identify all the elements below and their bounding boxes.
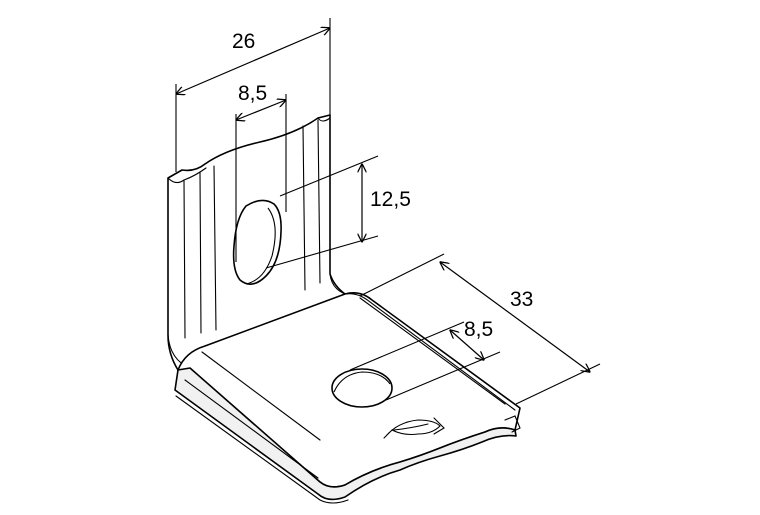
dimension-width-26: 26 xyxy=(176,18,330,172)
base-rib-2 xyxy=(201,351,321,441)
base-rib-1 xyxy=(344,293,516,411)
dimension-hole-height: 12,5 xyxy=(265,155,411,269)
base-plate xyxy=(177,292,521,488)
dim-label-125: 12,5 xyxy=(370,188,411,211)
fish-logo-icon xyxy=(383,417,445,439)
dim-label-33: 33 xyxy=(510,288,533,311)
ext-line-top-33 xyxy=(359,253,445,297)
dimension-length-33: 33 xyxy=(359,253,601,405)
dim-line-85b xyxy=(450,330,484,360)
vertical-top-edge-right xyxy=(317,117,331,122)
ext-line-top-85b xyxy=(349,321,465,371)
base-round-hole xyxy=(331,368,393,408)
vertical-rib-1 xyxy=(183,179,186,339)
bottom-lip xyxy=(174,367,521,504)
dim-label-26: 26 xyxy=(232,30,255,53)
dim-line-33 xyxy=(440,262,590,372)
base-hole-inner xyxy=(333,371,391,393)
bottom-lip-fold xyxy=(184,379,319,479)
bottom-lip-edge xyxy=(175,395,349,504)
bottom-lip-outline xyxy=(174,367,517,501)
vertical-rib-5 xyxy=(317,119,321,284)
vertical-rib-4 xyxy=(302,125,306,291)
dim-label-85b: 8,5 xyxy=(464,318,493,341)
dim-line-85a xyxy=(236,100,286,120)
vertical-rib-3 xyxy=(213,165,217,331)
vertical-slot-inner xyxy=(245,207,276,285)
vertical-rib-2 xyxy=(199,171,202,334)
vertical-plate xyxy=(167,114,353,371)
dim-label-85a: 8,5 xyxy=(238,82,267,105)
dim-line-26 xyxy=(176,28,330,94)
ext-line-top-125 xyxy=(279,155,379,197)
dimension-hole-width-base: 8,5 xyxy=(349,318,501,401)
base-rib-3 xyxy=(359,297,506,405)
end-tab xyxy=(504,415,521,433)
dimension-hole-width-vertical: 8,5 xyxy=(236,82,286,262)
